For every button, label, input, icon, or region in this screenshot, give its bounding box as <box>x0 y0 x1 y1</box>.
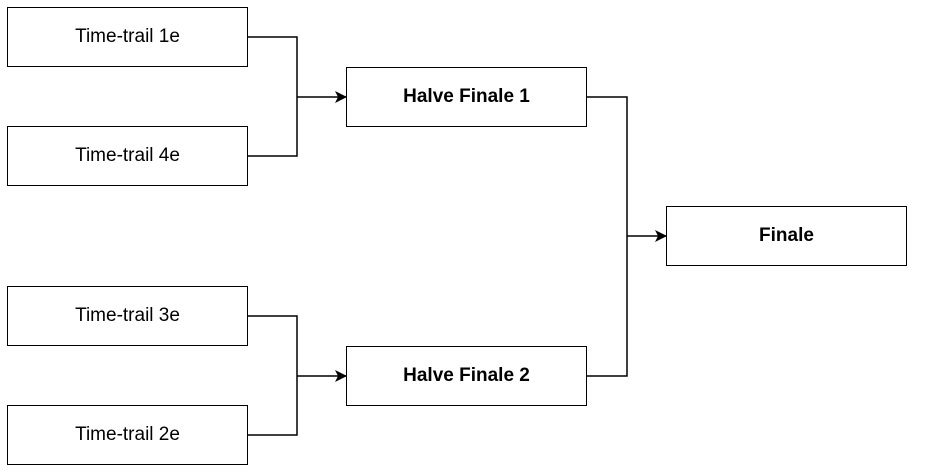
node-time-trail-2e: Time-trail 2e <box>7 405 248 465</box>
connector-tt4-to-hf1 <box>247 97 298 157</box>
node-time-trail-3e: Time-trail 3e <box>7 286 248 346</box>
node-halve-finale-2-label: Halve Finale 2 <box>403 365 530 386</box>
node-time-trail-1e-label: Time-trail 1e <box>75 26 180 47</box>
node-finale-label: Finale <box>759 225 814 246</box>
connector-tt1-to-hf1 <box>247 36 298 97</box>
node-finale: Finale <box>666 206 907 266</box>
connector-hf1-to-finale <box>587 96 628 236</box>
node-time-trail-1e: Time-trail 1e <box>7 7 248 67</box>
node-time-trail-2e-label: Time-trail 2e <box>75 424 180 445</box>
node-halve-finale-1: Halve Finale 1 <box>346 67 587 127</box>
node-halve-finale-2: Halve Finale 2 <box>346 346 587 406</box>
connector-hf2-to-finale <box>587 236 628 377</box>
node-time-trail-4e-label: Time-trail 4e <box>75 145 180 166</box>
node-time-trail-3e-label: Time-trail 3e <box>75 305 180 326</box>
node-halve-finale-1-label: Halve Finale 1 <box>403 86 530 107</box>
connector-tt3-to-hf2 <box>247 315 298 376</box>
connector-tt2-to-hf2 <box>247 376 298 436</box>
node-time-trail-4e: Time-trail 4e <box>7 126 248 186</box>
